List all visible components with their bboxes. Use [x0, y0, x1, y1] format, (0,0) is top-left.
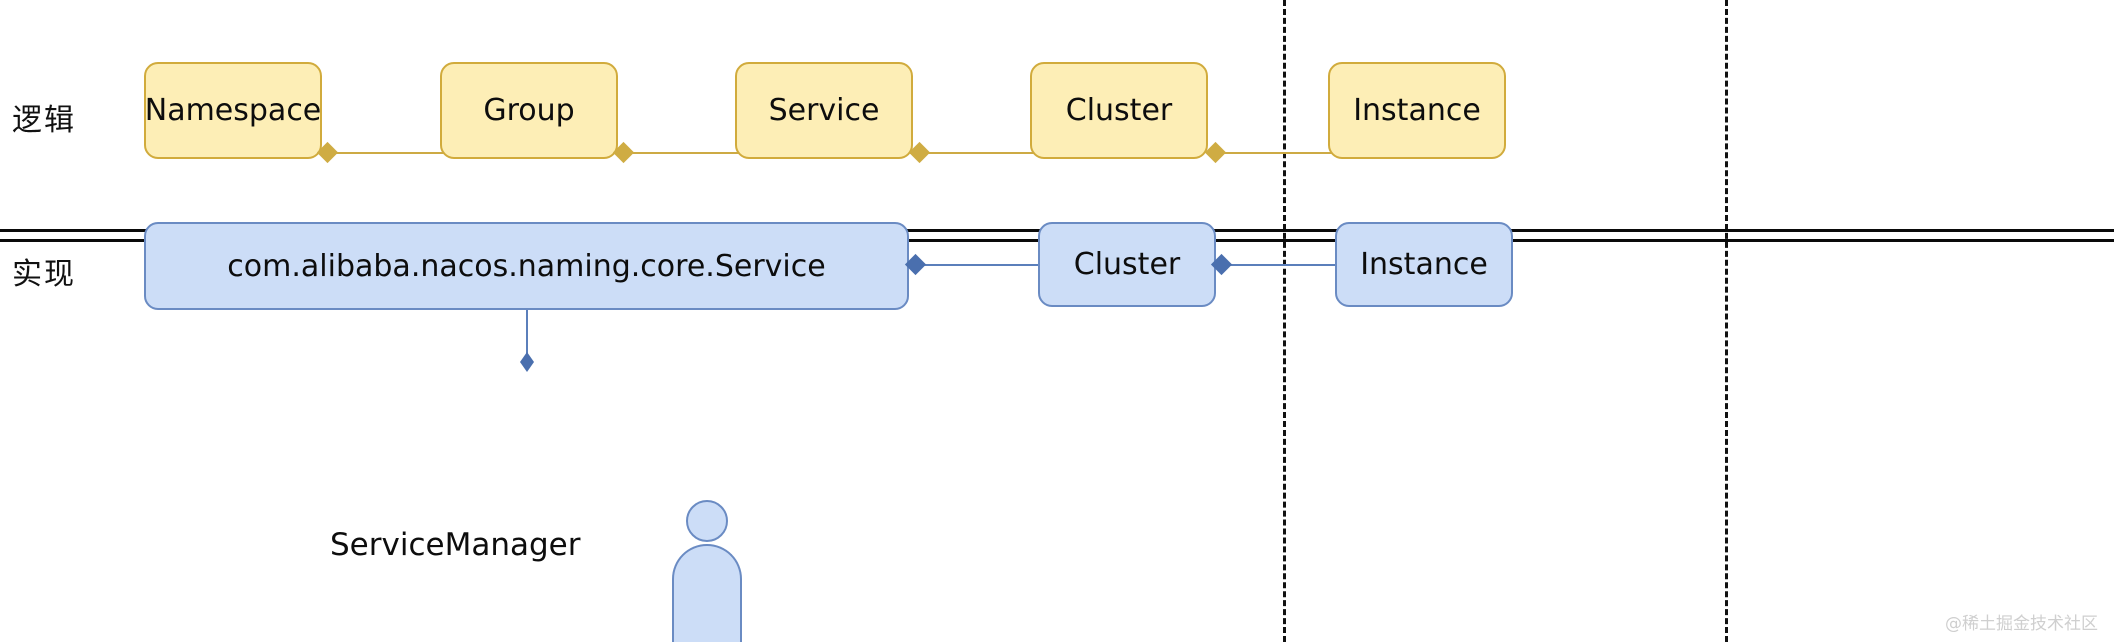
aggregation-diamond-service-manager	[520, 352, 534, 372]
watermark: @稀土掘金技术社区	[1945, 614, 2098, 634]
node-impl-cluster[interactable]: Cluster	[1038, 222, 1216, 307]
node-impl-instance-label: Instance	[1360, 247, 1488, 282]
row-label-logical: 逻辑	[12, 103, 76, 138]
node-cluster-label: Cluster	[1065, 93, 1173, 128]
connector-impl-cluster-instance	[1215, 264, 1337, 266]
actor-body-icon	[672, 544, 742, 642]
dashed-guide-cluster-boundary	[1283, 0, 1286, 642]
connector-service-cluster	[910, 152, 1040, 154]
node-instance[interactable]: Instance	[1328, 62, 1506, 159]
actor-head-icon	[686, 500, 728, 542]
node-service-label: Service	[768, 93, 880, 128]
connector-impl-service-cluster	[908, 264, 1043, 266]
row-label-implementation: 实现	[12, 257, 76, 292]
dashed-guide-instance-boundary	[1725, 0, 1728, 642]
connector-namespace-group	[320, 152, 445, 154]
node-impl-cluster-label: Cluster	[1073, 247, 1181, 282]
node-instance-label: Instance	[1353, 93, 1481, 128]
node-namespace-label: Namespace	[144, 93, 322, 128]
node-cluster[interactable]: Cluster	[1030, 62, 1208, 159]
node-impl-service-label: com.alibaba.nacos.naming.core.Service	[227, 248, 826, 284]
aggregation-diamond-cluster	[1204, 141, 1227, 164]
actor-icon-service-manager[interactable]	[672, 500, 742, 642]
node-service[interactable]: Service	[735, 62, 913, 159]
node-namespace[interactable]: Namespace	[144, 62, 322, 159]
node-impl-service[interactable]: com.alibaba.nacos.naming.core.Service	[144, 222, 909, 310]
connector-group-service	[613, 152, 743, 154]
connector-impl-service-manager	[526, 310, 528, 358]
connector-cluster-instance	[1207, 152, 1337, 154]
actor-label-service-manager: ServiceManager	[330, 527, 581, 563]
node-group-label: Group	[483, 93, 575, 128]
node-impl-instance[interactable]: Instance	[1335, 222, 1513, 307]
node-group[interactable]: Group	[440, 62, 618, 159]
